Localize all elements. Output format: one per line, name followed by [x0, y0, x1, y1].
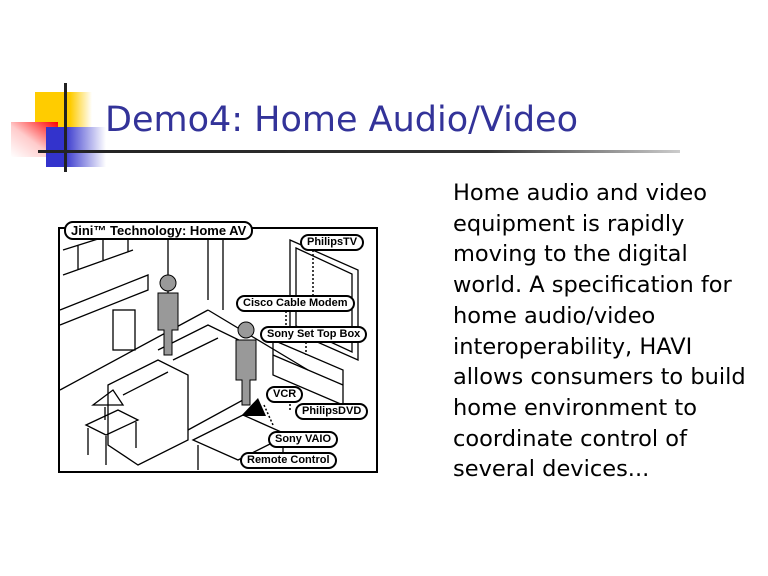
label-philips-dvd: PhilipsDVD: [295, 403, 369, 420]
slide-body-text: Home audio and video equipment is rapidl…: [453, 180, 746, 483]
slide-title: Demo4: Home Audio/Video: [105, 100, 578, 140]
decor-vertical-line: [64, 83, 67, 172]
label-philips-tv: PhilipsTV: [300, 234, 365, 251]
label-cisco-cable-modem: Cisco Cable Modem: [236, 295, 355, 312]
label-vcr: VCR: [266, 386, 304, 403]
label-sony-vaio: Sony VAIO: [268, 431, 339, 448]
decor-blue-square: [46, 127, 106, 167]
title-underline: [38, 150, 680, 153]
label-remote-control: Remote Control: [240, 452, 337, 469]
illustration-title: Jini™ Technology: Home AV: [64, 221, 254, 240]
label-sony-set-top-box: Sony Set Top Box: [260, 326, 368, 343]
home-av-illustration: Jini™ Technology: Home AV PhilipsTV Cisc…: [58, 220, 378, 473]
